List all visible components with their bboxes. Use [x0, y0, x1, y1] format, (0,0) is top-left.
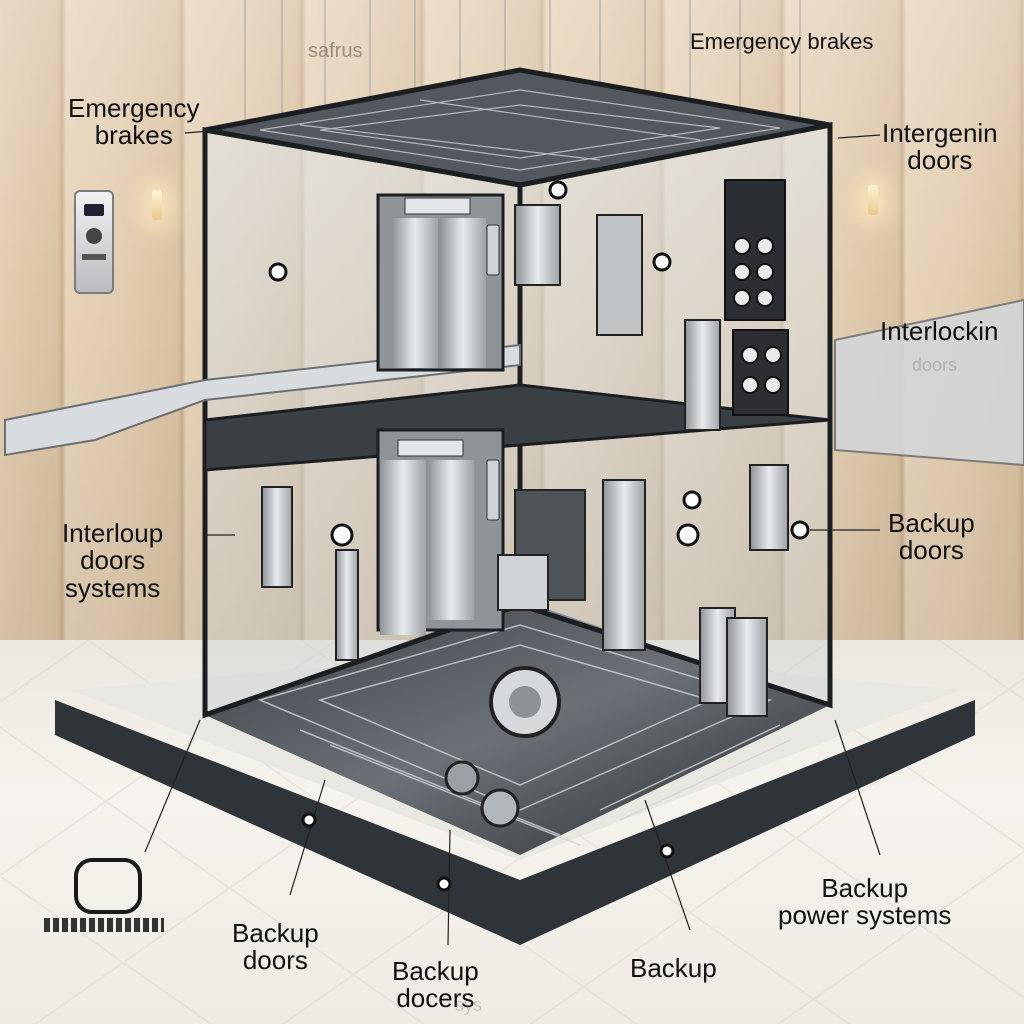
label-backup-center: Backup: [630, 953, 717, 983]
callout-markers: [268, 180, 810, 892]
elevator-call-panel-icon: [74, 190, 114, 294]
label-interlockin: Interlockin: [880, 316, 999, 346]
elevator-car-lower: [376, 428, 505, 635]
control-panel-buttons: [733, 237, 782, 394]
label-emergency-brakes-left: Emergency brakes: [68, 93, 200, 151]
roof-machinery: [259, 89, 781, 171]
gear-icon: [444, 760, 480, 796]
elevator-car-upper: [376, 193, 505, 372]
label-safrus: safrus: [308, 40, 363, 62]
company-logo-icon: [44, 858, 164, 948]
label-interloup-doors-systems: Interloup doors systems: [62, 518, 164, 603]
label-backup-doors-bottom: Backup doors: [232, 918, 319, 976]
base-slab: [55, 700, 975, 945]
label-backup-doors-right: Backup doors: [888, 508, 975, 566]
gear-icon: [480, 788, 520, 828]
suspension-cables: [244, 0, 801, 128]
label-backup-power-systems: Backup power systems: [778, 873, 952, 931]
label-doors-ghost: doors: [912, 355, 958, 375]
shaft-roof: [204, 67, 831, 188]
upper-landing-left: [4, 343, 521, 457]
label-backup-docers: Backup docers: [392, 956, 479, 1014]
label-sys-ghost: sys: [455, 995, 482, 1015]
mid-floor-slab: [203, 383, 831, 472]
wall-sconce-icon: [868, 185, 878, 215]
wall-sconce-icon: [152, 190, 162, 220]
control-cabinets: [261, 179, 789, 717]
label-intergenin-doors: Intergenin doors: [882, 118, 998, 176]
upper-landing-right: [834, 298, 1024, 467]
label-emergency-brakes-top: Emergency brakes: [690, 29, 874, 54]
